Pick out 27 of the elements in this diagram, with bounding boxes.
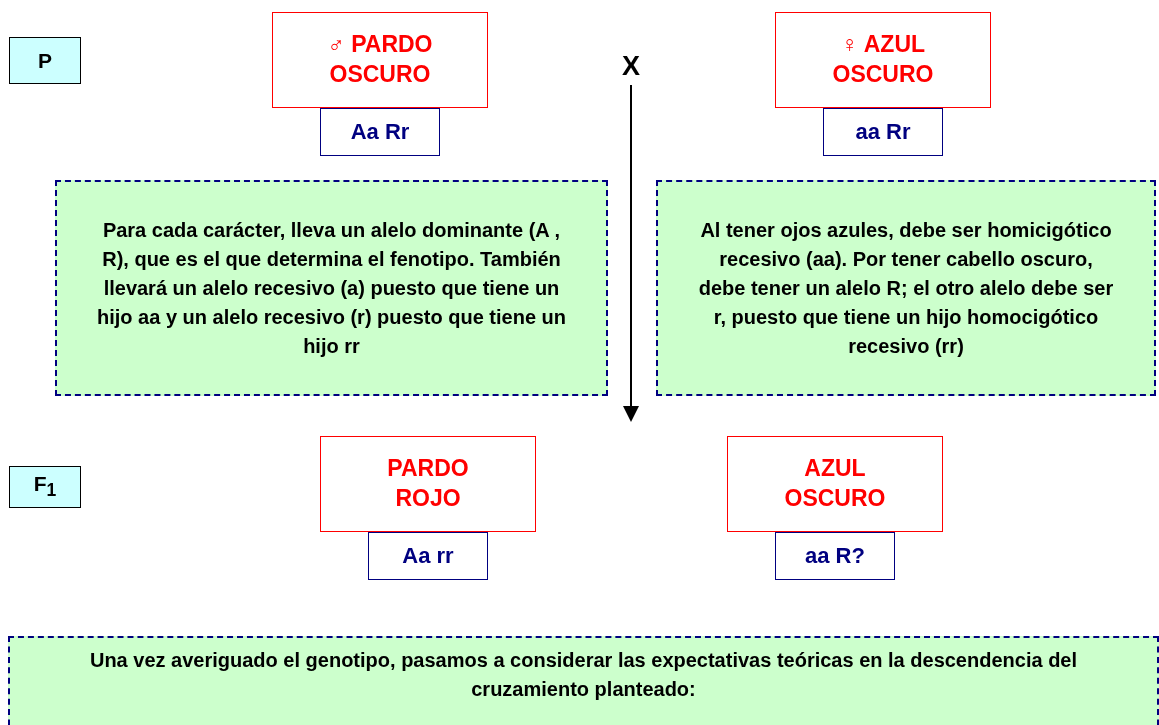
label-text: F$_{1}$ xyxy=(33,472,57,502)
cross-symbol: X xyxy=(622,50,640,82)
phenotype-box xyxy=(727,436,943,532)
phenotype-box xyxy=(320,436,536,532)
generation-label xyxy=(9,466,81,508)
phenotype-box xyxy=(775,12,991,108)
explanation-box xyxy=(656,180,1156,396)
explanation-box xyxy=(55,180,608,396)
phenotype-box xyxy=(272,12,488,108)
label-text: ♀ AZUL OSCURO xyxy=(831,30,935,89)
explanation-box xyxy=(8,636,1159,725)
label-text: aa R? xyxy=(805,543,865,569)
label-text: AZUL OSCURO xyxy=(783,454,887,513)
label-text: Para cada carácter, lleva un alelo dominante (A , R), que es el que determina el fenotipo. También llevará un alelo recesivo (a) puesto que tiene un hijo aa y un alelo recesivo (r) puesto que tiene un hijo rr xyxy=(96,217,567,359)
label-text: Aa rr xyxy=(402,543,454,569)
label-text: Una vez averiguado el genotipo, pasamos a considerar las expectativas teóricas en la descendencia del cruzamiento planteado: xyxy=(88,648,1079,702)
label-text: Aa Rr xyxy=(350,119,410,145)
label-text: aa Rr xyxy=(855,119,911,145)
label-text: ♂ PARDO OSCURO xyxy=(326,30,434,89)
genotype-box xyxy=(320,108,440,156)
genotype-box xyxy=(368,532,488,580)
label-text: PARDO ROJO xyxy=(386,454,470,513)
genotype-box xyxy=(823,108,943,156)
label-text: Al tener ojos azules, debe ser homicigótico recesivo (aa). Por tener cabello oscuro, debe tener un alelo R; el otro alelo debe ser r, puesto que tiene un hijo homocigótico recesivo (rr) xyxy=(697,217,1115,359)
generation-label xyxy=(9,37,81,84)
genotype-box xyxy=(775,532,895,580)
label-text: P xyxy=(38,48,52,73)
